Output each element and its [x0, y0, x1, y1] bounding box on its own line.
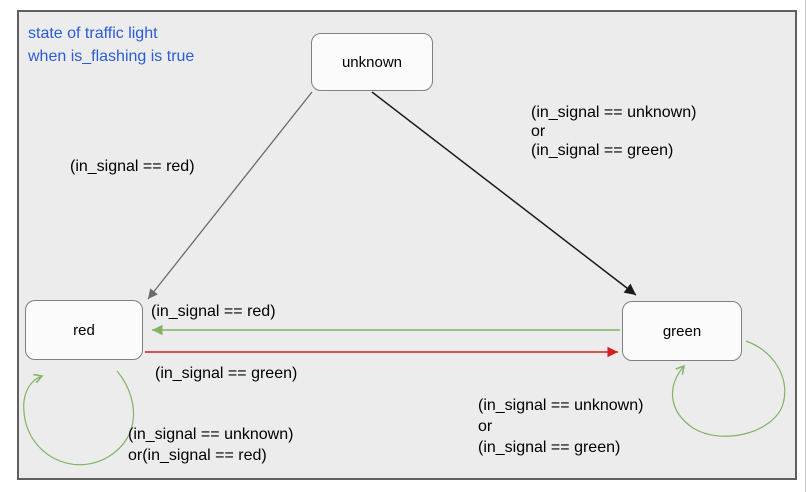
transition-unknown-to-green-line[interactable] [371, 91, 637, 296]
self-loop-red[interactable] [23, 370, 135, 466]
label-red-to-green: (in_signal == green) [155, 365, 298, 382]
state-label-unknown: unknown [341, 53, 403, 71]
state-label-green: green [662, 322, 702, 340]
state-node-green[interactable]: green [622, 301, 742, 361]
state-node-red[interactable]: red [25, 300, 143, 360]
diagram-title: state of traffic light when is_flashing … [28, 25, 195, 65]
label-green-to-red: (in_signal == red) [151, 303, 276, 320]
label-red-self-loop: (in_signal == unknown) or(in_signal == r… [128, 426, 294, 464]
window-edge-line [805, 0, 806, 492]
transition-unknown-to-red-line[interactable] [147, 91, 313, 300]
state-node-unknown[interactable]: unknown [311, 33, 433, 91]
self-loop-green[interactable] [672, 340, 786, 437]
label-green-self-loop: (in_signal == unknown) or (in_signal == … [478, 397, 644, 456]
label-unknown-to-green: (in_signal == unknown) or (in_signal == … [531, 104, 697, 159]
label-unknown-to-red: (in_signal == red) [70, 158, 195, 175]
state-label-red: red [73, 321, 95, 339]
